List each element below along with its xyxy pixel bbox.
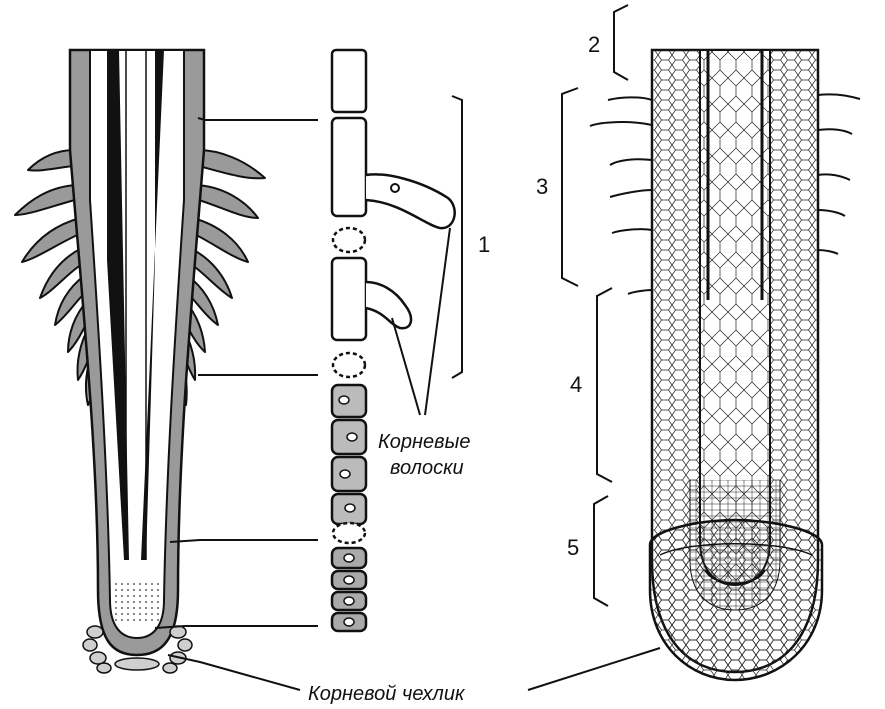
label-1: 1 xyxy=(478,232,490,257)
right-root xyxy=(589,48,861,682)
bracket-2 xyxy=(613,4,629,81)
bracket-4 xyxy=(596,287,613,483)
root-hair-cell-1 xyxy=(365,173,456,230)
bracket-5 xyxy=(593,495,609,607)
root-hair-cell-2 xyxy=(365,280,413,330)
leader-lines xyxy=(154,117,318,629)
label-3: 3 xyxy=(536,174,548,199)
vascular-center xyxy=(125,50,147,560)
root-cap xyxy=(648,518,824,682)
cell-nuclei xyxy=(338,395,358,627)
right-root-hairs xyxy=(589,93,861,295)
label-2: 2 xyxy=(588,32,600,57)
root-cap-label: Корневой чехлик xyxy=(308,683,466,705)
right-brackets xyxy=(561,4,629,607)
bracket-3 xyxy=(561,87,579,287)
label-5: 5 xyxy=(567,535,579,560)
left-root xyxy=(14,48,266,674)
cell-column xyxy=(330,48,456,633)
label-4: 4 xyxy=(570,372,582,397)
vascular-strand-left xyxy=(107,50,129,560)
bracket-1 xyxy=(451,95,463,379)
root-hairs-pointers xyxy=(391,227,451,416)
root-hairs-label-line1: Корневые xyxy=(378,431,470,453)
meristem-dots xyxy=(112,580,162,625)
root-cap-pointers xyxy=(167,647,661,691)
root-hairs-label-line2: волоски xyxy=(390,457,464,479)
